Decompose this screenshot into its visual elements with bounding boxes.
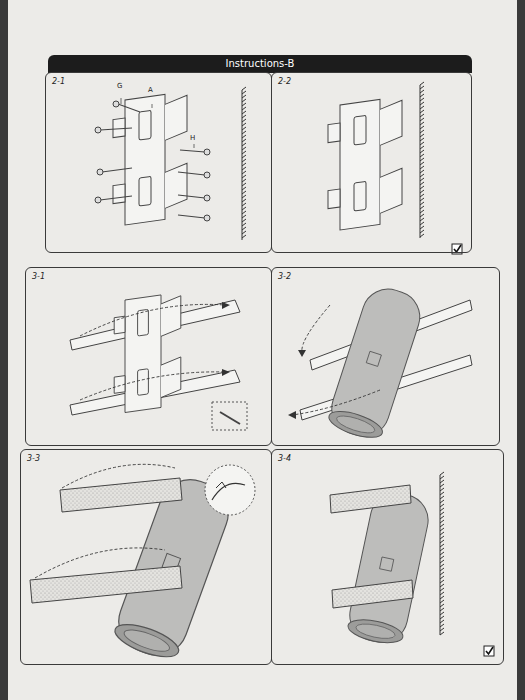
- step-panel: 2-1: [45, 72, 272, 253]
- step-number: 2-1: [52, 77, 65, 86]
- step-number: 2-2: [278, 77, 291, 86]
- step-panel: 3-2: [271, 267, 500, 446]
- step-number: 3-1: [32, 272, 45, 281]
- part-label: H: [190, 134, 195, 142]
- title-bar: Instructions-B: [48, 55, 472, 73]
- step-panel: 3-4: [271, 449, 504, 665]
- step-number: 3-3: [27, 454, 40, 463]
- part-label: G: [117, 82, 122, 90]
- step-panel: 2-2: [271, 72, 472, 253]
- part-label: A: [148, 86, 153, 94]
- step-panel: 3-3: [20, 449, 272, 665]
- step-panel: 3-1: [25, 267, 272, 446]
- step-number: 3-2: [278, 272, 291, 281]
- step-number: 3-4: [278, 454, 291, 463]
